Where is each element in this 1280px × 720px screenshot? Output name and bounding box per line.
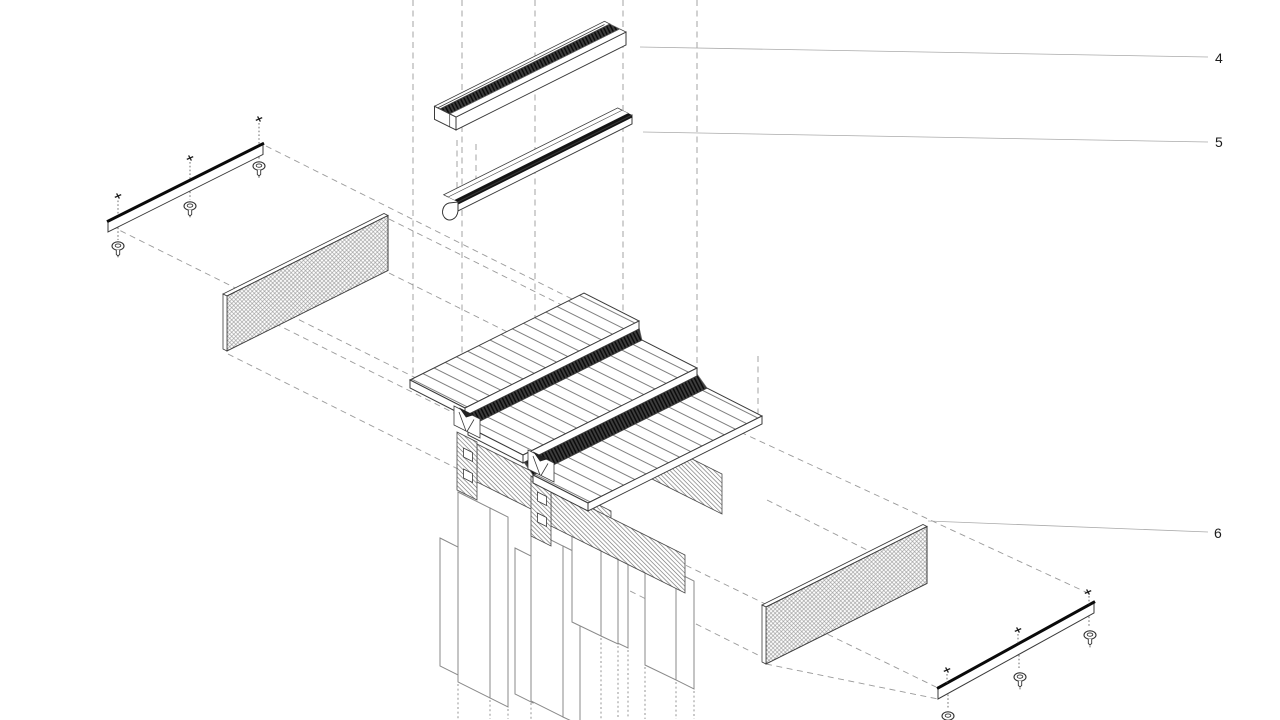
column-front-left-face [457,491,491,699]
support-columns [439,491,695,720]
plate-dark-edge [106,141,265,224]
plate-dark-edge [936,600,1096,690]
leader-line-6 [927,520,1209,533]
leader-line-4 [639,46,1209,58]
fixing-plate-left [106,115,266,259]
grate-channel-end-cap [434,105,457,131]
deck-panel-back [408,292,641,417]
gutter-profile [442,107,633,221]
channel-bracket-mid [527,449,555,483]
channel-bracket-left [453,405,481,439]
column-front-mid-face [530,529,564,718]
leader-line-5 [642,131,1209,143]
callouts: 4 5 6 [639,46,1223,541]
column-front-left-side [489,507,509,708]
column-back-mid [514,547,534,704]
deck-panel-middle [466,339,699,464]
callout-label-4: 4 [1215,50,1223,66]
gutter-dark-rim [454,113,632,202]
gutter-curled-end [442,201,459,221]
callout-label-5: 5 [1215,134,1223,150]
column-right-side [600,544,619,645]
column-back-left [439,537,461,677]
callout-label-6: 6 [1214,525,1222,541]
column-far-right-side [675,571,695,690]
deck-assembly [408,292,764,512]
screw-icon [941,711,955,720]
post-mid [530,475,552,547]
deck-panel-front [531,387,764,512]
column-hidden-continuation-lines [457,638,695,719]
post-left [456,431,478,501]
mesh-infill-panel-left [222,213,389,352]
grate-channel [433,20,627,131]
mesh-infill-panel-right [761,524,928,665]
fixing-plate-right [936,588,1097,720]
